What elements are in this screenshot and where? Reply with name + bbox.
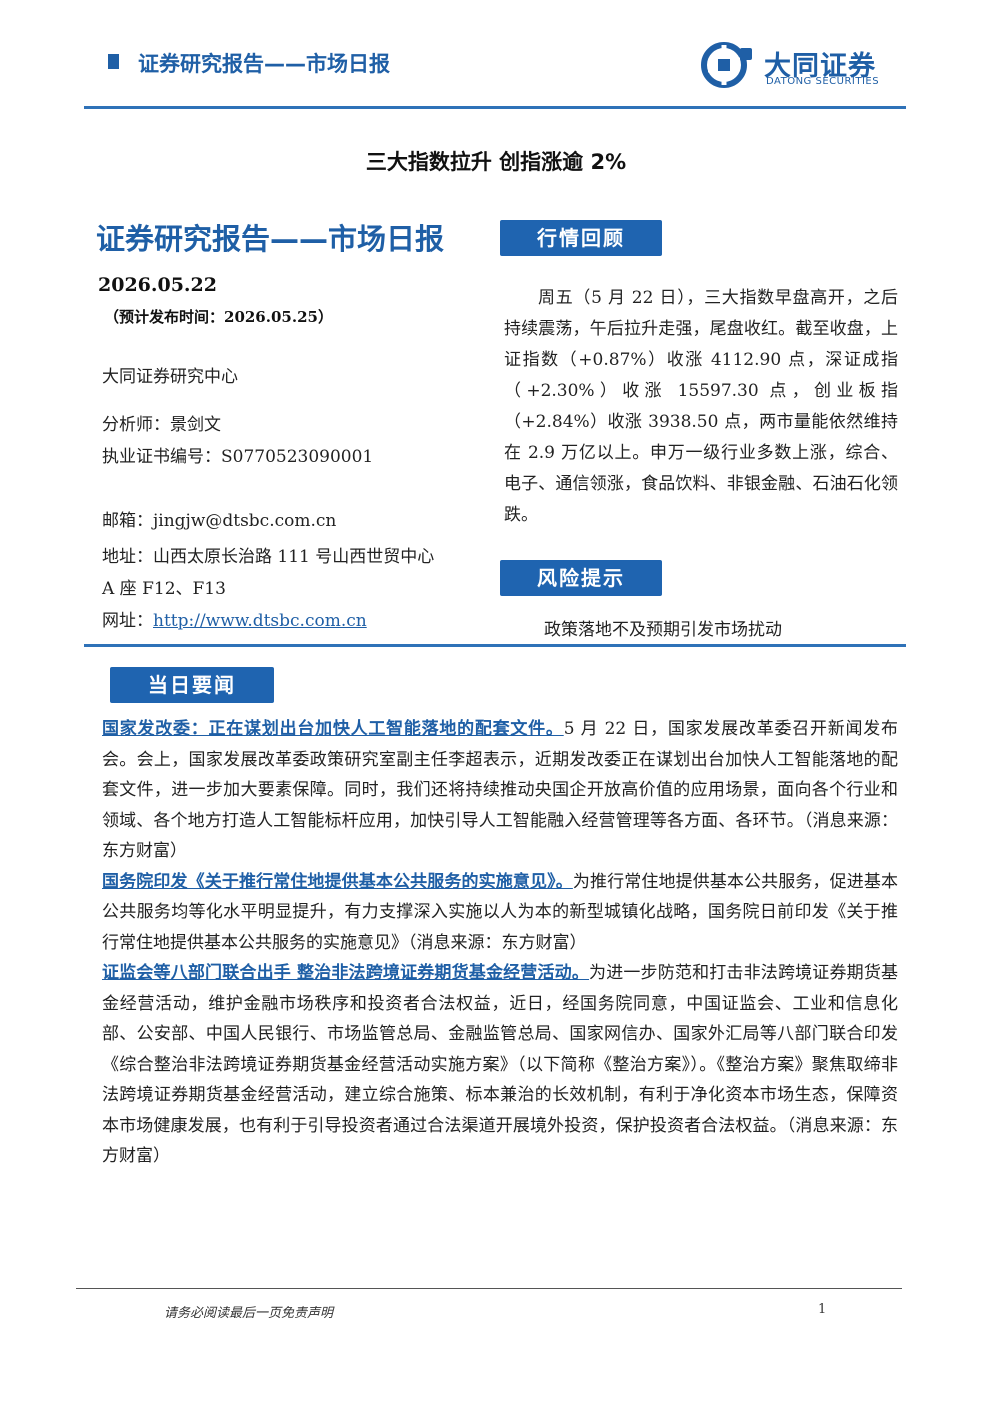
market-review-badge: 行情回顾 [500, 220, 662, 256]
news-item: 国务院印发《关于推行常住地提供基本公共服务的实施意见》。为推行常住地提供基本公共… [102, 867, 898, 959]
news-item: 国家发改委：正在谋划出台加快人工智能落地的配套文件。5 月 22 日，国家发展改… [102, 714, 898, 867]
website-link[interactable]: http://www.dtsbc.com.cn [153, 611, 367, 631]
certificate-number: 执业证书编号：S0770523090001 [102, 447, 374, 467]
header-divider [84, 106, 906, 109]
report-type-heading: 证券研究报告——市场日报 [96, 222, 445, 256]
section-divider [84, 644, 906, 647]
research-org: 大同证券研究中心 [102, 367, 238, 387]
website-label: 网址： [102, 611, 153, 631]
address-line-2: A 座 F12、F13 [102, 579, 226, 599]
news-item: 证监会等八部门联合出手 整治非法跨境证券期货基金经营活动。为进一步防范和打击非法… [102, 958, 898, 1172]
risk-warning-badge: 风险提示 [500, 560, 662, 596]
risk-warning-text: 政策落地不及预期引发市场扰动 [544, 620, 782, 640]
logo-chinese-name: 大同证券 [764, 51, 876, 82]
page-number: 1 [818, 1302, 827, 1317]
report-date: 2026.05.22 [98, 274, 217, 296]
news-headline[interactable]: 国务院印发《关于推行常住地提供基本公共服务的实施意见》。 [102, 871, 573, 892]
report-title: 三大指数拉升 创指涨逾 2% [365, 150, 627, 174]
email-address: 邮箱：jingjw@dtsbc.com.cn [102, 511, 337, 531]
news-headline[interactable]: 国家发改委：正在谋划出台加快人工智能落地的配套文件。 [102, 719, 564, 739]
analyst-name: 分析师：景剑文 [102, 415, 221, 435]
news-headline[interactable]: 证监会等八部门联合出手 整治非法跨境证券期货基金经营活动。 [102, 963, 590, 983]
publish-time: （预计发布时间：2026.05.25） [104, 308, 333, 326]
datong-logo-icon [701, 42, 752, 88]
header-title: 证券研究报告——市场日报 [138, 52, 390, 76]
news-body: 为推行常住地提供基本公共服务，促进基本公共服务均等化水平明显提升，有力支撑深入实… [102, 871, 899, 953]
header-square-marker [108, 54, 119, 69]
news-list: 国家发改委：正在谋划出台加快人工智能落地的配套文件。5 月 22 日，国家发展改… [102, 714, 898, 1172]
news-body: 为进一步防范和打击非法跨境证券期货基金经营活动，维护金融市场秩序和投资者合法权益… [102, 963, 899, 1166]
disclaimer-note: 请务必阅读最后一页免责声明 [164, 1306, 334, 1321]
news-body: 5 月 22 日，国家发展改革委召开新闻发布会。会上，国家发展改革委政策研究室副… [102, 719, 898, 861]
logo-english-name: DATONG SECURITIES [766, 76, 880, 87]
address-line-1: 地址：山西太原长治路 111 号山西世贸中心 [102, 547, 435, 567]
website: 网址：http://www.dtsbc.com.cn [102, 606, 367, 631]
daily-news-badge: 当日要闻 [110, 667, 274, 703]
footer-divider [76, 1288, 902, 1289]
market-review-text: 周五（5 月 22 日），三大指数早盘高开，之后持续震荡，午后拉升走强，尾盘收红… [504, 288, 898, 525]
